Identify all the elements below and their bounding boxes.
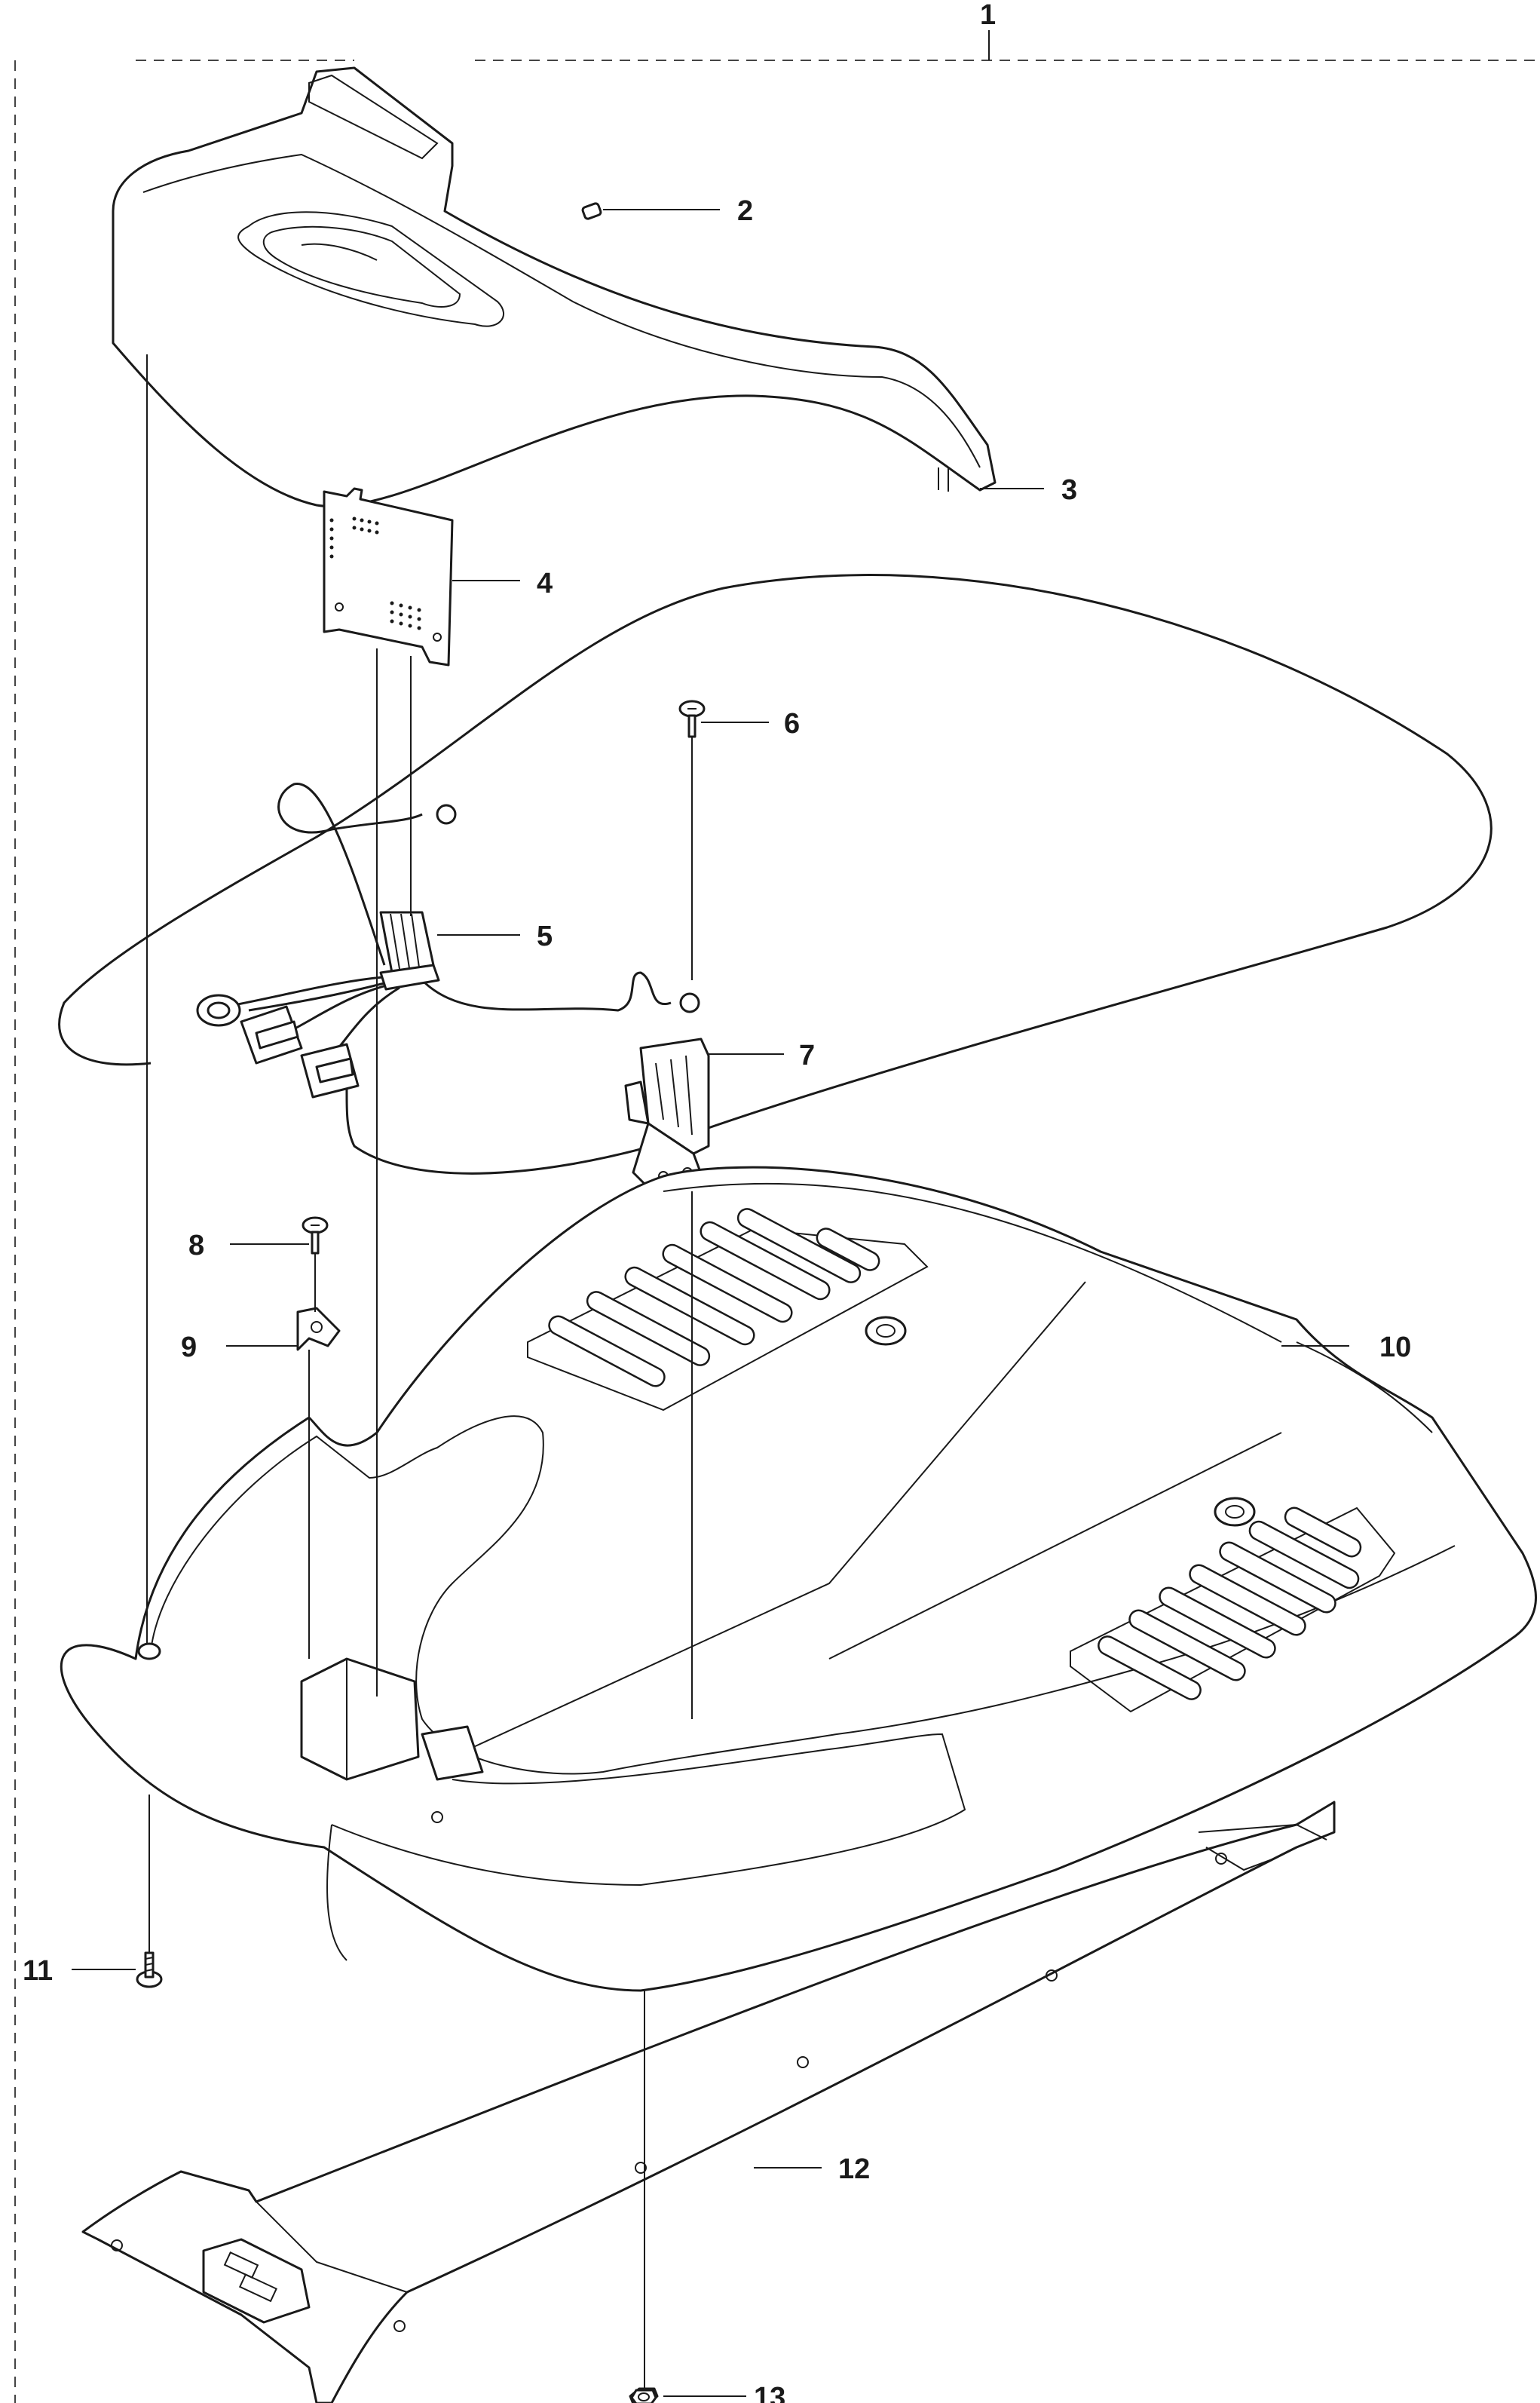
callout-2: 2 — [737, 195, 753, 227]
callout-11: 11 — [23, 1955, 53, 1987]
callout-7: 7 — [799, 1040, 815, 1071]
assembly-bracket — [14, 30, 1540, 2403]
callout-13: 13 — [754, 2382, 785, 2403]
vent-slots-upper — [527, 1208, 929, 1411]
mounting-bosses — [137, 1316, 1256, 1823]
callout-1: 1 — [980, 0, 996, 31]
callout-4: 4 — [537, 568, 553, 599]
leader-lines — [72, 209, 1349, 2397]
top-cover-part-3 — [112, 66, 997, 507]
screw-part-8 — [302, 1216, 329, 1255]
pin-part-2 — [581, 202, 602, 220]
rail-holes — [111, 1853, 1227, 2332]
plug-connectors — [196, 994, 360, 1099]
callout-10: 10 — [1379, 1332, 1411, 1363]
chassis-body-part-10 — [60, 1166, 1537, 1992]
bracket-part-7 — [624, 1038, 710, 1189]
callout-labels: 1 2 3 4 5 6 7 8 9 10 11 12 13 — [23, 0, 1411, 2403]
vent-slots-lower — [1070, 1506, 1396, 1713]
circuit-board-part-4 — [323, 487, 454, 667]
wiring-harness-part-5 — [196, 783, 700, 1099]
callout-9: 9 — [181, 1332, 197, 1363]
charging-module — [300, 1657, 484, 1781]
skid-rail-part-12 — [81, 1801, 1336, 2403]
assembly-guide-lines — [146, 354, 693, 2389]
boundary-wire-loop — [58, 574, 1493, 1175]
screw-part-6 — [678, 700, 706, 738]
connector-block — [379, 911, 440, 991]
clip-part-9 — [296, 1307, 341, 1351]
callout-12: 12 — [838, 2153, 870, 2185]
screw-part-11 — [136, 1951, 163, 1988]
hex-nut-part-13 — [629, 2387, 659, 2403]
callout-5: 5 — [537, 921, 553, 952]
callout-8: 8 — [188, 1230, 204, 1261]
callout-6: 6 — [784, 708, 800, 740]
callout-3: 3 — [1061, 474, 1077, 506]
